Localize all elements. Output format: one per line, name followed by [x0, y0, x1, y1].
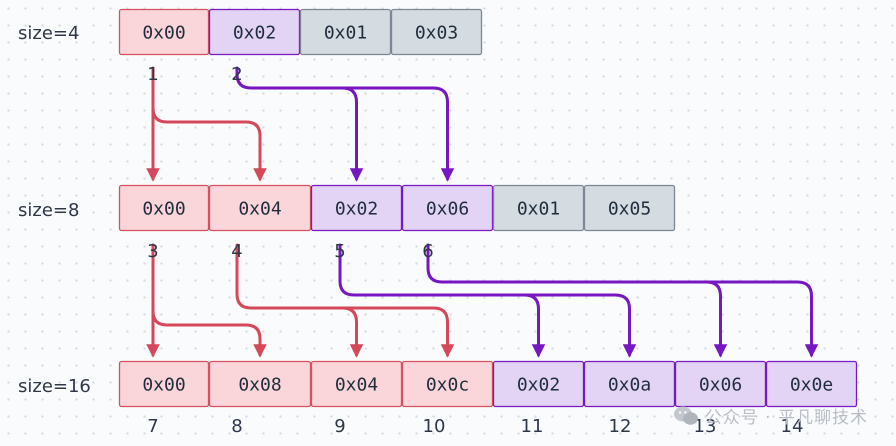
cell-box [674, 360, 767, 408]
arrow-line [426, 243, 728, 358]
cell-box [401, 360, 494, 408]
index-label: 9 [334, 416, 345, 437]
cell-purple: 0x02 [310, 184, 403, 232]
index-label: 2 [231, 64, 242, 85]
cell-value: 0x06 [426, 199, 469, 220]
cell-red: 0x04 [310, 360, 403, 408]
arrow-4 [235, 243, 455, 358]
cell-box [492, 184, 585, 232]
cell-value: 0x00 [142, 23, 185, 44]
cell-purple: 0x02 [492, 360, 585, 408]
cell-purple: 0x0e [765, 360, 858, 408]
arrow-line [338, 243, 546, 358]
cell-value: 0x02 [517, 375, 560, 396]
index-label: 10 [423, 416, 446, 437]
cell-box [208, 360, 312, 408]
cell-box [390, 8, 483, 56]
cell-value: 0x04 [238, 199, 281, 220]
cell-box [401, 184, 494, 232]
cell-box [310, 184, 403, 232]
index-label: 7 [147, 416, 158, 437]
cell-gray: 0x01 [299, 8, 392, 56]
cell-red: 0x00 [118, 360, 210, 408]
cell-red: 0x00 [118, 8, 210, 56]
cell-value: 0x0e [790, 375, 833, 396]
cell-value: 0x06 [699, 375, 742, 396]
arrow-line [235, 243, 364, 358]
arrow-2 [235, 66, 455, 182]
cell-box [118, 184, 210, 232]
arrow-line [523, 293, 637, 358]
cell-value: 0x0c [426, 375, 469, 396]
cell-box [310, 360, 403, 408]
cell-value: 0x01 [517, 199, 560, 220]
index-label: 11 [521, 416, 544, 437]
cell-value: 0x02 [233, 23, 276, 44]
index-label: 5 [334, 241, 345, 262]
cell-red: 0x08 [208, 360, 312, 408]
wechat-icon [673, 406, 698, 425]
cell-box [208, 8, 301, 56]
cell-red: 0x00 [118, 184, 210, 232]
arrow-line [341, 306, 455, 358]
cell-value: 0x00 [142, 199, 185, 220]
cell-gray: 0x03 [390, 8, 483, 56]
row-2: size=8 0x00 0x04 0x02 0x06 0x01 0x05 3 4 5 6 [18, 184, 676, 262]
cell-box [208, 184, 312, 232]
cell-box [118, 8, 210, 56]
cell-gray: 0x05 [583, 184, 676, 232]
cell-box [118, 360, 210, 408]
cell-box [765, 360, 858, 408]
index-label: 4 [231, 241, 242, 262]
index-label: 6 [422, 241, 433, 262]
cell-red: 0x04 [208, 184, 312, 232]
cell-purple: 0x02 [208, 8, 301, 56]
row-3: size=16 0x00 0x08 0x04 0x0c 0x02 0x0a 0x06 0x0e 7… [18, 360, 858, 437]
arrow-line [341, 86, 455, 182]
watermark: 公众号 · 平凡聊技术 [673, 403, 868, 428]
arrow-line [705, 280, 819, 358]
index-label: 12 [609, 416, 632, 437]
cell-box [583, 360, 676, 408]
cell-value: 0x01 [324, 23, 367, 44]
cell-box [492, 360, 585, 408]
index-label: 8 [231, 416, 242, 437]
cell-purple: 0x06 [401, 184, 494, 232]
cell-gray: 0x01 [492, 184, 585, 232]
cell-value: 0x02 [335, 199, 378, 220]
row-label: size=16 [18, 376, 91, 397]
arrow-line [151, 106, 267, 182]
cell-value: 0x00 [142, 375, 185, 396]
index-label: 13 [694, 416, 717, 437]
connector-arrows [146, 66, 819, 358]
index-label: 1 [147, 64, 158, 85]
row-1: size=4 0x00 0x02 0x01 0x03 1 2 [18, 8, 483, 85]
cell-red: 0x0c [401, 360, 494, 408]
arrow-line [235, 66, 364, 182]
cell-purple: 0x0a [583, 360, 676, 408]
arrow-1 [146, 66, 267, 182]
cell-value: 0x04 [335, 375, 378, 396]
index-label: 3 [147, 241, 158, 262]
cell-box [583, 184, 676, 232]
cell-purple: 0x06 [674, 360, 767, 408]
watermark-text: 公众号 · 平凡聊技术 [704, 408, 868, 428]
cell-value: 0x03 [415, 23, 458, 44]
row-label: size=8 [18, 200, 79, 221]
cell-value: 0x0a [608, 375, 651, 396]
arrow-line [151, 309, 267, 358]
cell-box [299, 8, 392, 56]
row-label: size=4 [18, 23, 79, 44]
arrow-6 [426, 243, 819, 358]
arrow-5 [338, 243, 637, 358]
cell-value: 0x08 [238, 375, 281, 396]
arrow-3 [146, 243, 267, 358]
cell-value: 0x05 [608, 199, 651, 220]
index-label: 14 [781, 416, 804, 437]
